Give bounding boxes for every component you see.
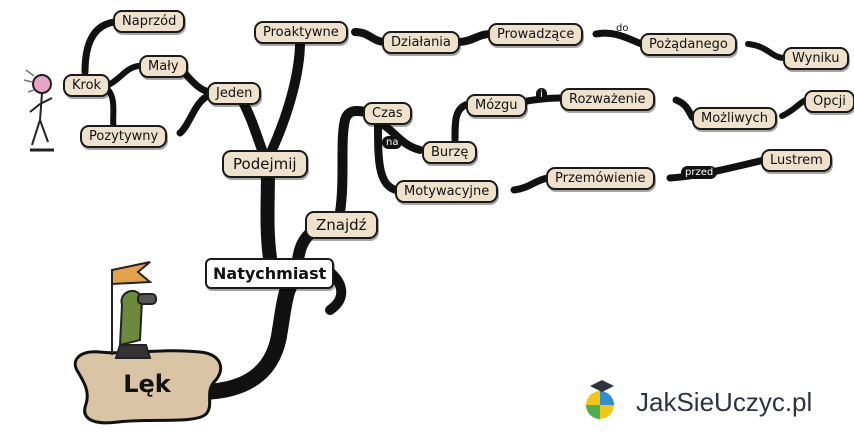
connector-na: na (382, 136, 403, 149)
node-pozadanego[interactable]: Pożądanego (640, 33, 737, 56)
site-logo[interactable]: JakSieUczyc.pl (582, 378, 847, 426)
root-label: Lęk (123, 370, 171, 398)
branch-dzialania-prowadzace (454, 30, 494, 46)
node-znajdz[interactable]: Znajdź (305, 211, 378, 239)
connector-przed: przed (681, 166, 718, 179)
node-motywacyjne[interactable]: Motywacyjne (395, 180, 499, 203)
branch-pozadanego-wyniku (745, 41, 787, 61)
branch-znajdz-czas (335, 106, 371, 217)
connector-i: i (536, 88, 547, 101)
node-krok[interactable]: Krok (63, 74, 111, 97)
soldier-binoculars-illustration (111, 261, 157, 359)
branch-mozliwych-opcji (779, 97, 809, 119)
root-node-lek[interactable]: Lęk (82, 356, 212, 420)
node-pozytywny[interactable]: Pozytywny (80, 125, 168, 148)
node-mozliwych[interactable]: Możliwych (692, 107, 777, 130)
node-czas[interactable]: Czas (363, 102, 412, 125)
node-wyniku[interactable]: Wyniku (783, 47, 849, 70)
node-mozgu[interactable]: Mózgu (466, 94, 527, 117)
node-burze[interactable]: Burzę (422, 141, 478, 164)
node-rozwazenie[interactable]: Rozważenie (560, 88, 655, 111)
node-proaktywne[interactable]: Proaktywne (254, 21, 348, 44)
branch-czas-motywacyjne (374, 118, 400, 194)
branch-prowadzace-pozadanego (592, 29, 646, 48)
node-przemowienie[interactable]: Przemówienie (546, 167, 655, 190)
node-podejmij[interactable]: Podejmij (222, 150, 308, 178)
connector-do: do (616, 23, 629, 34)
node-natychmiast[interactable]: Natychmiast (205, 258, 335, 289)
node-maly[interactable]: Mały (139, 55, 188, 78)
node-lustrem[interactable]: Lustrem (761, 149, 832, 172)
branch-krok-maly (105, 63, 141, 88)
branch-krok-naprzod (81, 18, 119, 76)
node-jeden[interactable]: Jeden (207, 82, 262, 105)
node-opcji[interactable]: Opcji (804, 90, 854, 113)
branch-burze-mozgu (451, 100, 472, 144)
branch-jeden-pozytywny (176, 91, 214, 137)
node-prowadzace[interactable]: Prowadzące (488, 23, 584, 46)
branch-natychmiast-podejmij (260, 163, 277, 265)
branch-motywacyjne-przemowienie (510, 174, 552, 194)
branch-krok-pozytywny (105, 87, 118, 133)
branch-podejmij-proaktywne (267, 37, 305, 155)
node-naprzod[interactable]: Naprzód (113, 10, 186, 33)
logo-text: JakSieUczyc.pl (636, 387, 813, 417)
node-dzialania[interactable]: Działania (382, 31, 460, 54)
walking-figure-illustration (23, 69, 54, 152)
logo-badge-graphic (586, 380, 614, 419)
branch-podejmij-jeden (237, 95, 267, 155)
